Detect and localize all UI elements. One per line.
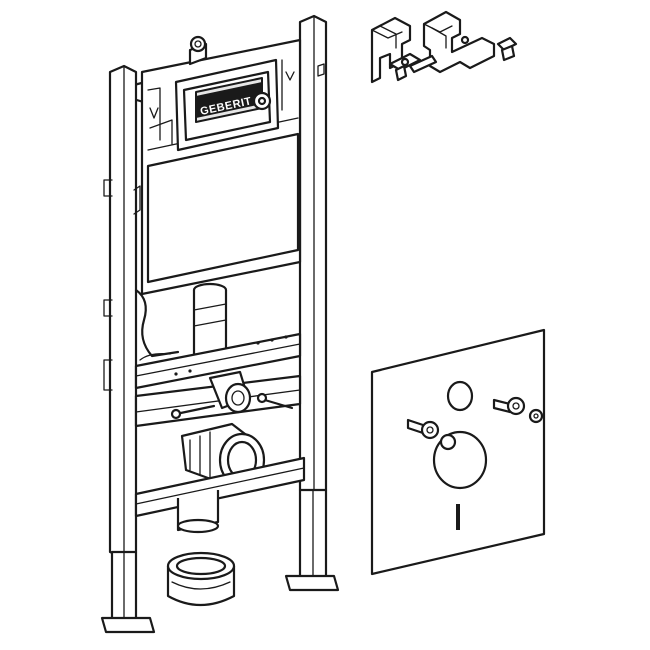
mat-bolt-right [492,396,526,416]
frame-leg-right [284,488,340,592]
frame-leg-left [100,550,156,634]
mat-hole-connector [439,433,457,451]
frame-right-upright [298,14,328,498]
flush-opening: GEBERIT [174,58,280,152]
frame-left-upright [108,64,138,560]
mat-slot [456,504,460,530]
pipe-connector-sleeve [166,551,236,606]
sound-insulation-mat [370,328,546,576]
mat-hole-top [446,380,474,412]
mat-hole-small [528,408,544,424]
bracket-right [408,10,518,74]
mounting-bolt-left [170,404,216,420]
installation-frame: GEBERIT [100,14,340,634]
bracket-left [370,16,422,84]
side-cable [134,288,180,358]
water-inlet-valve [188,35,208,66]
supply-elbow [208,370,252,414]
mat-bolt-left [406,418,440,440]
drain-pipe [176,490,220,534]
cistern-panel [146,132,300,284]
mounting-bolt-right [256,392,294,410]
wall-mounting-brackets [370,10,518,84]
